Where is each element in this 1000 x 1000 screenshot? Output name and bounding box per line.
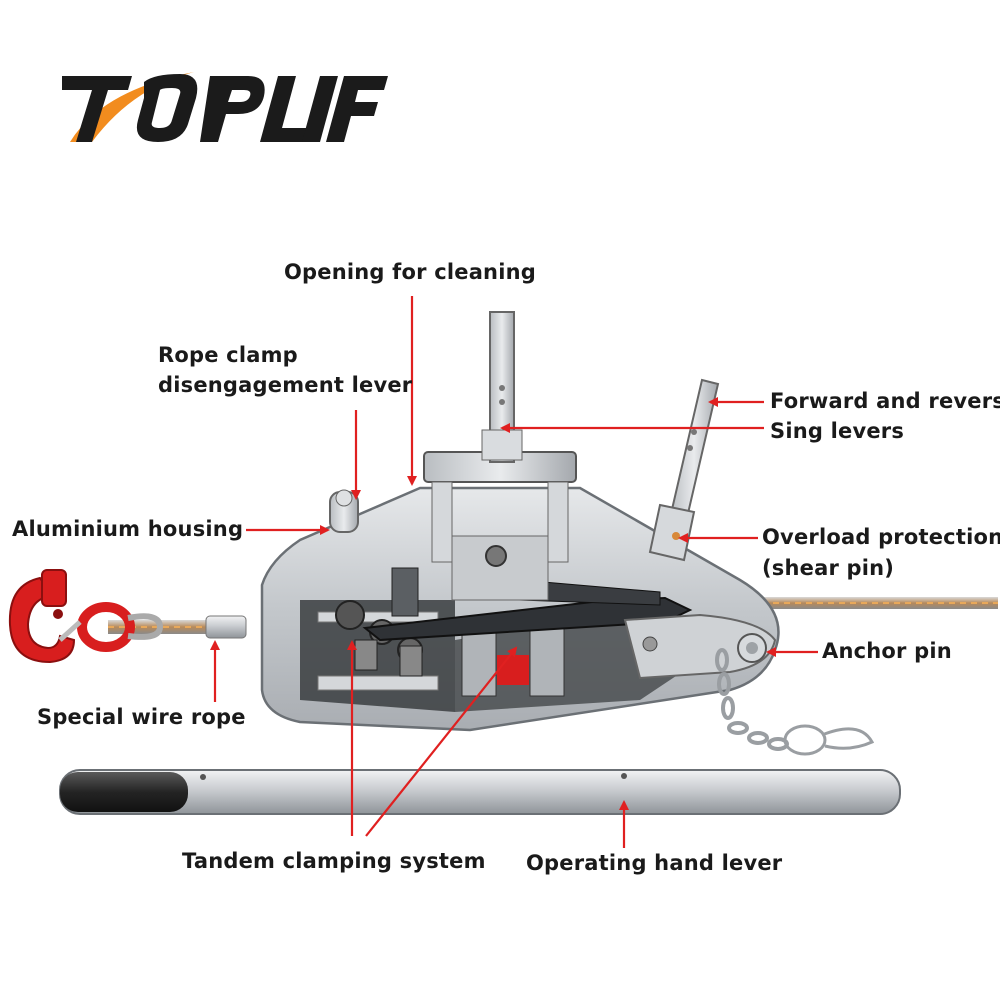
logo-letter-o <box>136 74 198 142</box>
reverse-lever <box>648 378 720 562</box>
logo-letter-i <box>302 76 338 142</box>
label-anchor-pin: Anchor pin <box>822 639 952 663</box>
label-overload-line2: (shear pin) <box>762 556 895 580</box>
logo-letter-t <box>62 76 132 142</box>
rope-clamp-lever-knob <box>329 489 359 533</box>
logo-letter-f <box>326 76 388 142</box>
logo-graphic <box>62 72 388 142</box>
label-aluminium-housing: Aluminium housing <box>12 517 244 541</box>
handle-grip <box>60 772 188 812</box>
anchor-pin-icon <box>737 633 767 663</box>
front-plate-right <box>623 613 777 680</box>
operating-hand-lever-tube <box>59 769 901 815</box>
arrow-tandem-2 <box>365 646 518 837</box>
wire-rope-right <box>740 597 998 609</box>
hook-icon <box>8 569 164 664</box>
label-operating-hand-lever: Operating hand lever <box>526 851 783 875</box>
label-special-wire-rope: Special wire rope <box>37 705 246 729</box>
tandem-clamping-internals <box>335 567 693 697</box>
label-overload-line1: Overload protection <box>762 525 1000 549</box>
label-opening-for-cleaning: Opening for cleaning <box>284 260 536 284</box>
annotation-arrows <box>210 296 818 848</box>
toplift-logo: TOPLIFT <box>62 68 392 148</box>
top-bracket <box>423 451 577 601</box>
logo-swoosh <box>70 72 194 142</box>
rope-ferrule <box>205 615 247 639</box>
logo-letter-p <box>200 76 265 142</box>
logo-letter-l <box>260 76 316 142</box>
label-tandem-clamping: Tandem clamping system <box>182 849 486 873</box>
label-rope-clamp-line2: disengagement lever <box>158 373 413 397</box>
label-forward-reverse-line2: Sing levers <box>770 419 905 443</box>
label-forward-reverse-line1: Forward and revers <box>770 389 1000 413</box>
label-rope-clamp-line1: Rope clamp <box>158 343 298 367</box>
forward-lever <box>481 311 523 463</box>
safety-chain <box>715 648 875 756</box>
shear-pin-icon <box>672 532 680 540</box>
